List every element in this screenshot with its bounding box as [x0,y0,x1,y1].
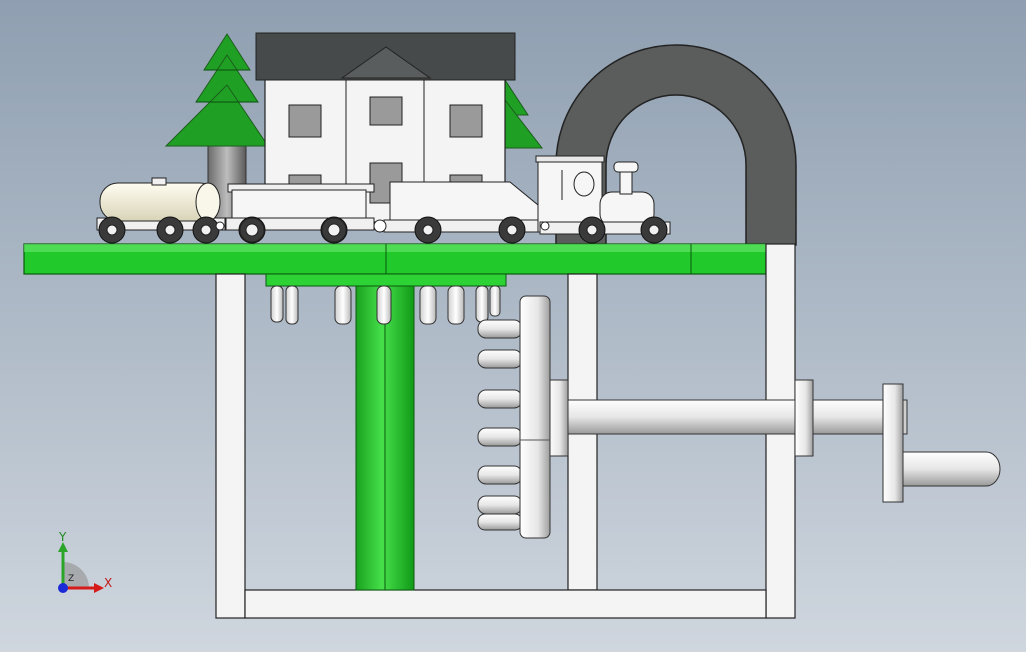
triad-x-label: X [104,576,113,590]
tunnel-arch[interactable] [555,44,797,246]
vertical-shaft[interactable] [355,285,415,591]
pin-wheel[interactable] [477,295,551,539]
crown-gear-pins [270,285,501,325]
triad-y-label: Y [59,530,67,544]
train-wheels [98,216,668,244]
house-window [449,104,483,138]
green-platform[interactable] [23,243,767,287]
triad-z-label: Z [68,574,75,584]
crank-shaft[interactable] [547,379,1001,503]
tank-car[interactable] [96,177,226,231]
house-window [369,96,403,126]
axis-triad [58,542,104,593]
support-frame[interactable] [215,243,796,619]
house-window [288,104,322,138]
